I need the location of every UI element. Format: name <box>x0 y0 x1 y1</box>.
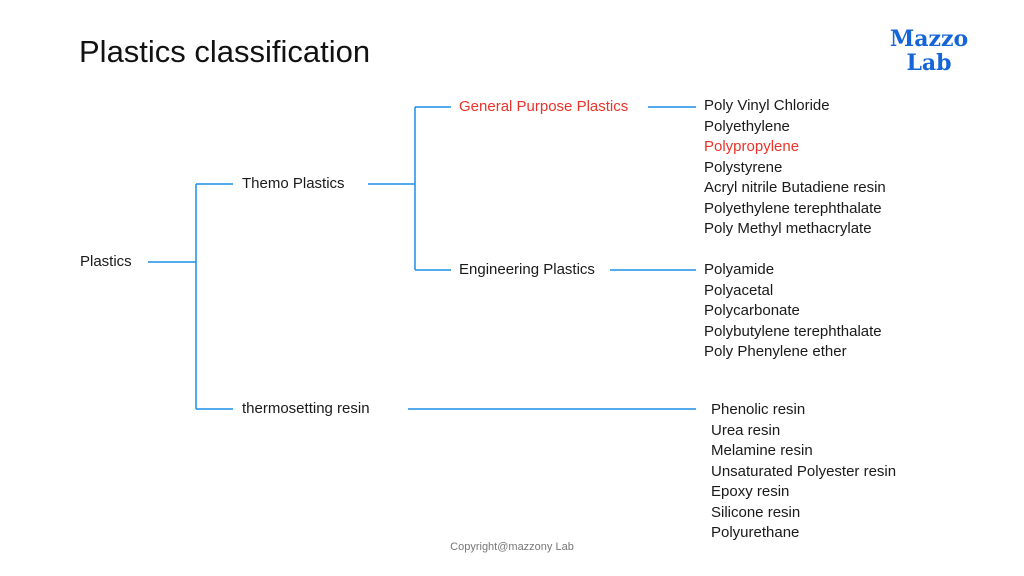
list-item: Phenolic resin <box>711 401 806 418</box>
node-thermosetting-resin: thermosetting resin <box>242 400 370 417</box>
list-item: Poly Vinyl Chloride <box>704 97 830 114</box>
list-item: Polyurethane <box>711 524 800 541</box>
list-item: Poly Methyl methacrylate <box>704 220 872 237</box>
list-item: Acryl nitrile Butadiene resin <box>704 179 886 196</box>
list-item: Polybutylene terephthalate <box>704 322 882 340</box>
list-item: Silicone resin <box>711 503 801 521</box>
list-item: Polyamide <box>704 261 775 278</box>
node-engineering-plastics: Engineering Plastics <box>459 261 595 278</box>
node-thermo-plastics: Themo Plastics <box>242 175 345 192</box>
logo-line-2: Lab <box>906 50 952 76</box>
list-item: Epoxy resin <box>711 483 790 500</box>
copyright-footer: Copyright@mazzony Lab <box>450 541 574 553</box>
list-item: Polyacetal <box>704 281 774 299</box>
list-item: Polystyrene <box>704 158 783 176</box>
list-item: Polyethylene terephthalate <box>704 199 882 217</box>
list-item: Polyethylene <box>704 117 790 135</box>
page-title: Plastics classification <box>79 34 371 69</box>
list-item: Unsaturated Polyester resin <box>711 462 897 480</box>
node-general-purpose-plastics: General Purpose Plastics <box>459 98 629 115</box>
list-item: Urea resin <box>711 421 781 439</box>
list-item: Melamine resin <box>711 442 813 459</box>
mazzo-lab-logo: Mazzo Lab <box>874 27 984 75</box>
list-item: Poly Phenylene ether <box>704 343 847 360</box>
logo-line-1: Mazzo <box>889 26 969 52</box>
list-item: Polycarbonate <box>704 302 800 319</box>
list-item: Polypropylene <box>704 138 800 155</box>
node-plastics: Plastics <box>80 253 132 270</box>
